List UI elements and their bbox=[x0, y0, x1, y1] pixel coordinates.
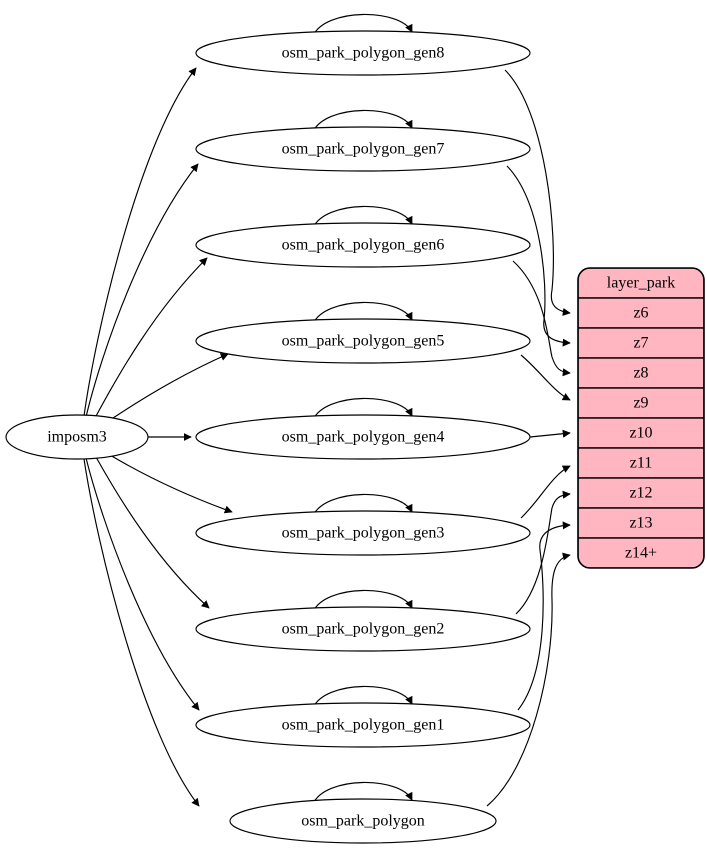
self-loop-gen4 bbox=[312, 397, 413, 421]
node-label-gen2: osm_park_polygon_gen2 bbox=[282, 621, 445, 638]
self-loop-gen5 bbox=[312, 301, 413, 325]
self-loop-gen7 bbox=[312, 109, 413, 133]
table-row-label-z11: z11 bbox=[630, 455, 653, 472]
table-row-label-z9: z9 bbox=[633, 395, 648, 412]
edge-imposm3-to-polygon bbox=[83, 458, 200, 807]
node-ellipse-gen3[interactable] bbox=[195, 510, 531, 556]
node-label-gen1: osm_park_polygon_gen1 bbox=[282, 717, 445, 734]
node-label-gen6: osm_park_polygon_gen6 bbox=[282, 237, 445, 254]
self-loop-gen2 bbox=[312, 589, 413, 613]
node-label-gen7: osm_park_polygon_gen7 bbox=[282, 141, 445, 158]
table-row-label-z10: z10 bbox=[629, 425, 652, 442]
node-ellipse-gen2[interactable] bbox=[195, 606, 531, 652]
edge-imposm3-to-gen3 bbox=[109, 454, 233, 514]
edge-gen7-to-z7 bbox=[506, 165, 571, 347]
table-row-cell-z10[interactable] bbox=[578, 417, 704, 449]
node-ellipse-gen6[interactable] bbox=[195, 222, 531, 268]
edges-from-imposm3 bbox=[83, 67, 233, 807]
node-label-polygon: osm_park_polygon bbox=[301, 813, 425, 830]
node-label-imposm3: imposm3 bbox=[47, 429, 107, 446]
node-ellipse-polygon[interactable] bbox=[229, 798, 497, 844]
node-ellipse-gen7[interactable] bbox=[195, 126, 531, 172]
edge-gen5-to-z9 bbox=[520, 354, 571, 401]
edge-gen4-to-z10 bbox=[529, 429, 571, 438]
edge-imposm3-to-gen6 bbox=[94, 257, 208, 419]
table-row-label-z13: z13 bbox=[629, 515, 652, 532]
table-row-cell-z12[interactable] bbox=[578, 477, 704, 509]
node-osm-park-polygon-gen7[interactable]: osm_park_polygon_gen7 bbox=[195, 126, 531, 172]
table-row-cell-z9[interactable] bbox=[578, 387, 704, 419]
edge-gen2-to-z12 bbox=[515, 490, 571, 615]
self-loop-gen8 bbox=[312, 13, 413, 37]
self-loop-gen6 bbox=[312, 205, 413, 229]
table-row-label-z6: z6 bbox=[633, 305, 648, 322]
table-row-label-z14plus: z14+ bbox=[625, 545, 657, 562]
self-loop-gen1 bbox=[312, 685, 413, 709]
node-ellipse-gen8[interactable] bbox=[195, 30, 531, 76]
edge-imposm3-to-gen5 bbox=[109, 353, 229, 421]
self-loop-edges bbox=[312, 13, 413, 805]
self-loop-gen3 bbox=[312, 493, 413, 517]
edge-gen3-to-z11 bbox=[520, 465, 571, 519]
edge-imposm3-to-gen1 bbox=[85, 457, 200, 711]
node-osm-park-polygon-gen4[interactable]: osm_park_polygon_gen4 bbox=[195, 414, 531, 460]
node-osm-park-polygon-gen6[interactable]: osm_park_polygon_gen6 bbox=[195, 222, 531, 268]
table-row-cell-z13[interactable] bbox=[578, 507, 704, 539]
table-row-label-z12: z12 bbox=[629, 485, 652, 502]
node-osm-park-polygon-gen2[interactable]: osm_park_polygon_gen2 bbox=[195, 606, 531, 652]
node-label-gen5: osm_park_polygon_gen5 bbox=[282, 333, 445, 350]
node-osm-park-polygon[interactable]: osm_park_polygon bbox=[229, 798, 497, 844]
table-row-cell-z14plus[interactable] bbox=[578, 537, 704, 568]
edge-gen6-to-z8 bbox=[512, 260, 571, 377]
edge-gen8-to-z6 bbox=[504, 69, 571, 316]
edge-imposm3-to-gen8 bbox=[83, 67, 197, 417]
node-osm-park-polygon-gen5[interactable]: osm_park_polygon_gen5 bbox=[195, 318, 531, 364]
node-ellipse-gen1[interactable] bbox=[195, 702, 531, 748]
node-ellipse-gen5[interactable] bbox=[195, 318, 531, 364]
table-row-label-z8: z8 bbox=[633, 365, 648, 382]
node-osm-park-polygon-gen8[interactable]: osm_park_polygon_gen8 bbox=[195, 30, 531, 76]
table-header-label: layer_park bbox=[607, 275, 675, 292]
self-loop-polygon bbox=[312, 781, 413, 805]
table-row-cell-z7[interactable] bbox=[578, 327, 704, 359]
table-row-label-z7: z7 bbox=[633, 335, 648, 352]
edge-imposm3-to-gen7 bbox=[85, 163, 199, 418]
node-label-gen3: osm_park_polygon_gen3 bbox=[282, 525, 445, 542]
layer-park-table[interactable]: layer_park z6 z7 z8 z9 z10 z11 z12 z13 z… bbox=[577, 267, 705, 569]
node-label-gen8: osm_park_polygon_gen8 bbox=[282, 45, 445, 62]
edge-imposm3-to-gen2 bbox=[95, 456, 210, 609]
edge-gen1-to-z13 bbox=[517, 521, 571, 711]
node-osm-park-polygon-gen3[interactable]: osm_park_polygon_gen3 bbox=[195, 510, 531, 556]
nodes-group: imposm3 osm_park_polygon_gen8 osm_park_p… bbox=[5, 30, 531, 844]
node-ellipse-imposm3[interactable] bbox=[5, 414, 149, 460]
node-imposm3[interactable]: imposm3 bbox=[5, 414, 149, 460]
edges-to-layer-park bbox=[486, 69, 571, 807]
node-label-gen4: osm_park_polygon_gen4 bbox=[282, 429, 445, 446]
node-osm-park-polygon-gen1[interactable]: osm_park_polygon_gen1 bbox=[195, 702, 531, 748]
node-ellipse-gen4[interactable] bbox=[195, 414, 531, 460]
edge-polygon-to-z14plus bbox=[486, 552, 571, 807]
table-row-cell-z11[interactable] bbox=[578, 447, 704, 479]
table-border bbox=[577, 267, 705, 569]
